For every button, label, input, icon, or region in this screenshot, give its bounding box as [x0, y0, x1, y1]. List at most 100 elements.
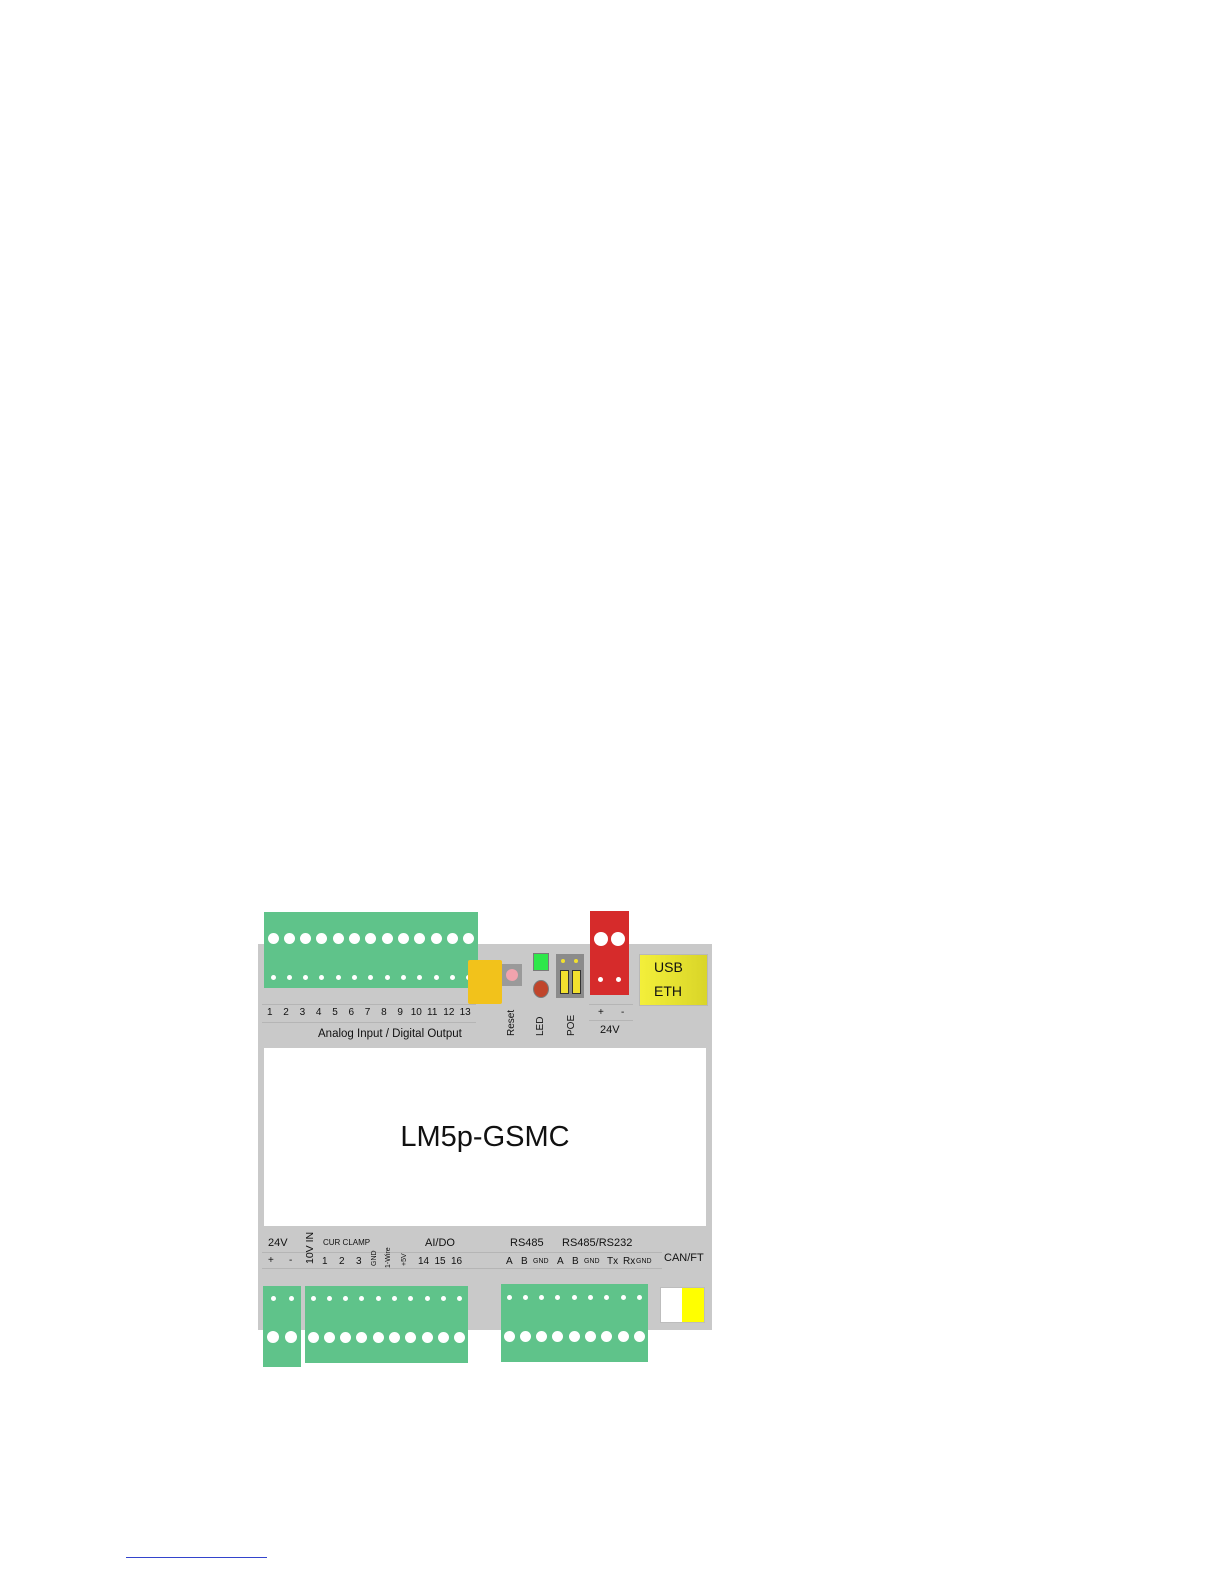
- power-screw-hole: [594, 932, 608, 946]
- terminal-hole: [621, 1295, 626, 1300]
- gnd-label: GND: [371, 1250, 378, 1266]
- terminal-hole: [352, 975, 357, 980]
- terminal-hole: [504, 1331, 515, 1342]
- power-label-strip-bottom: [589, 1020, 633, 1021]
- cur-clamp-number: 1: [322, 1256, 328, 1268]
- terminal-hole: [604, 1295, 609, 1300]
- rs485-pin-label: A: [506, 1256, 513, 1268]
- terminal-hole: [392, 1296, 397, 1301]
- reset-button-cap[interactable]: [506, 969, 518, 981]
- terminal-hole: [463, 933, 474, 944]
- terminal-hole: [308, 1332, 319, 1343]
- terminal-number: 4: [316, 1007, 322, 1019]
- terminal-number: 3: [300, 1007, 306, 1019]
- terminal-hole: [287, 975, 292, 980]
- rs485-rs232-pin-label: Tx: [607, 1256, 618, 1268]
- can-ft-yellow-block: [682, 1288, 704, 1322]
- terminal-hole: [368, 975, 373, 980]
- terminal-hole: [425, 1296, 430, 1301]
- terminal-hole: [634, 1331, 645, 1342]
- top-number-strip-bottom: [262, 1022, 476, 1023]
- rs485-rs232-label: RS485/RS232: [562, 1237, 632, 1249]
- terminal-hole: [349, 933, 360, 944]
- terminal-hole: [300, 933, 311, 944]
- terminal-hole: [365, 933, 376, 944]
- model-name: LM5p-GSMC: [264, 1048, 706, 1226]
- terminal-number: 13: [460, 1007, 471, 1019]
- poe-jumper-cap: [560, 970, 569, 994]
- terminal-hole: [398, 933, 409, 944]
- terminal-hole: [618, 1331, 629, 1342]
- power-plus-label: +: [598, 1007, 604, 1019]
- cur-clamp-number: 3: [356, 1256, 362, 1268]
- bottom-label-strip-bottom: [262, 1268, 662, 1269]
- terminal-hole: [417, 975, 422, 980]
- terminal-hole: [588, 1295, 593, 1300]
- reset-button[interactable]: [502, 964, 522, 986]
- terminal-hole: [333, 933, 344, 944]
- bottom-power-plus-label: +: [268, 1255, 274, 1267]
- terminal-hole: [536, 1331, 547, 1342]
- poe-jumper[interactable]: [556, 954, 584, 998]
- bottom-power-label: 24V: [268, 1237, 288, 1249]
- rs485-rs232-pin-label: A: [557, 1256, 564, 1268]
- eth-label: ETH: [654, 983, 682, 999]
- terminal-hole: [447, 933, 458, 944]
- terminal-hole: [359, 1296, 364, 1301]
- terminal-hole: [539, 1295, 544, 1300]
- ai-do-number: 15: [435, 1256, 446, 1268]
- terminal-hole: [324, 1332, 335, 1343]
- bottom-power-minus-label: -: [289, 1255, 292, 1267]
- rs485-pin-label: GND: [533, 1256, 549, 1268]
- terminal-hole: [555, 1295, 560, 1300]
- terminal-hole: [271, 975, 276, 980]
- terminal-hole: [520, 1331, 531, 1342]
- terminal-hole: [523, 1295, 528, 1300]
- terminal-hole: [284, 933, 295, 944]
- ai-do-number: 14: [418, 1256, 429, 1268]
- terminal-hole: [289, 1296, 294, 1301]
- power-connector-24v: [590, 911, 629, 995]
- terminal-hole: [327, 1296, 332, 1301]
- status-led-green: [533, 953, 549, 971]
- rs485-rs232-pin-label: GND: [584, 1256, 600, 1268]
- cur-clamp-number: 2: [339, 1256, 345, 1268]
- terminal-hole: [316, 933, 327, 944]
- terminal-hole: [601, 1331, 612, 1342]
- power-pin-hole: [598, 977, 603, 982]
- bottom-label-strip: [262, 1252, 662, 1253]
- rs485-pin-label: B: [521, 1256, 528, 1268]
- power-voltage-label: 24V: [600, 1024, 620, 1036]
- ai-do-number: 16: [451, 1256, 462, 1268]
- poe-label: POE: [566, 1015, 577, 1036]
- terminal-hole: [585, 1331, 596, 1342]
- terminal-hole: [389, 1332, 400, 1343]
- terminal-hole: [438, 1332, 449, 1343]
- terminal-hole: [382, 933, 393, 944]
- poe-jumper-cap: [572, 970, 581, 994]
- 10v-in-label: 10V IN: [304, 1232, 316, 1264]
- terminal-hole: [431, 933, 442, 944]
- reset-label: Reset: [506, 1010, 517, 1036]
- led-label: LED: [535, 1017, 546, 1036]
- terminal-hole: [343, 1296, 348, 1301]
- rs485-label: RS485: [510, 1237, 544, 1249]
- terminal-hole: [385, 975, 390, 980]
- terminal-hole: [572, 1295, 577, 1300]
- terminal-hole: [356, 1332, 367, 1343]
- terminal-hole: [376, 1296, 381, 1301]
- terminal-hole: [373, 1332, 384, 1343]
- terminal-hole: [441, 1296, 446, 1301]
- terminal-number: 9: [397, 1007, 403, 1019]
- top-number-strip: [262, 1004, 476, 1005]
- terminal-hole: [271, 1296, 276, 1301]
- cur-clamp-label: CUR CLAMP: [323, 1237, 370, 1249]
- terminal-hole: [267, 1331, 279, 1343]
- terminal-number: 11: [427, 1007, 437, 1019]
- poe-pin: [574, 959, 578, 963]
- terminal-hole: [454, 1332, 465, 1343]
- terminal-hole: [340, 1332, 351, 1343]
- power-label-strip: [589, 1004, 633, 1005]
- terminal-hole: [637, 1295, 642, 1300]
- bottom-power-terminal-block: [263, 1286, 301, 1367]
